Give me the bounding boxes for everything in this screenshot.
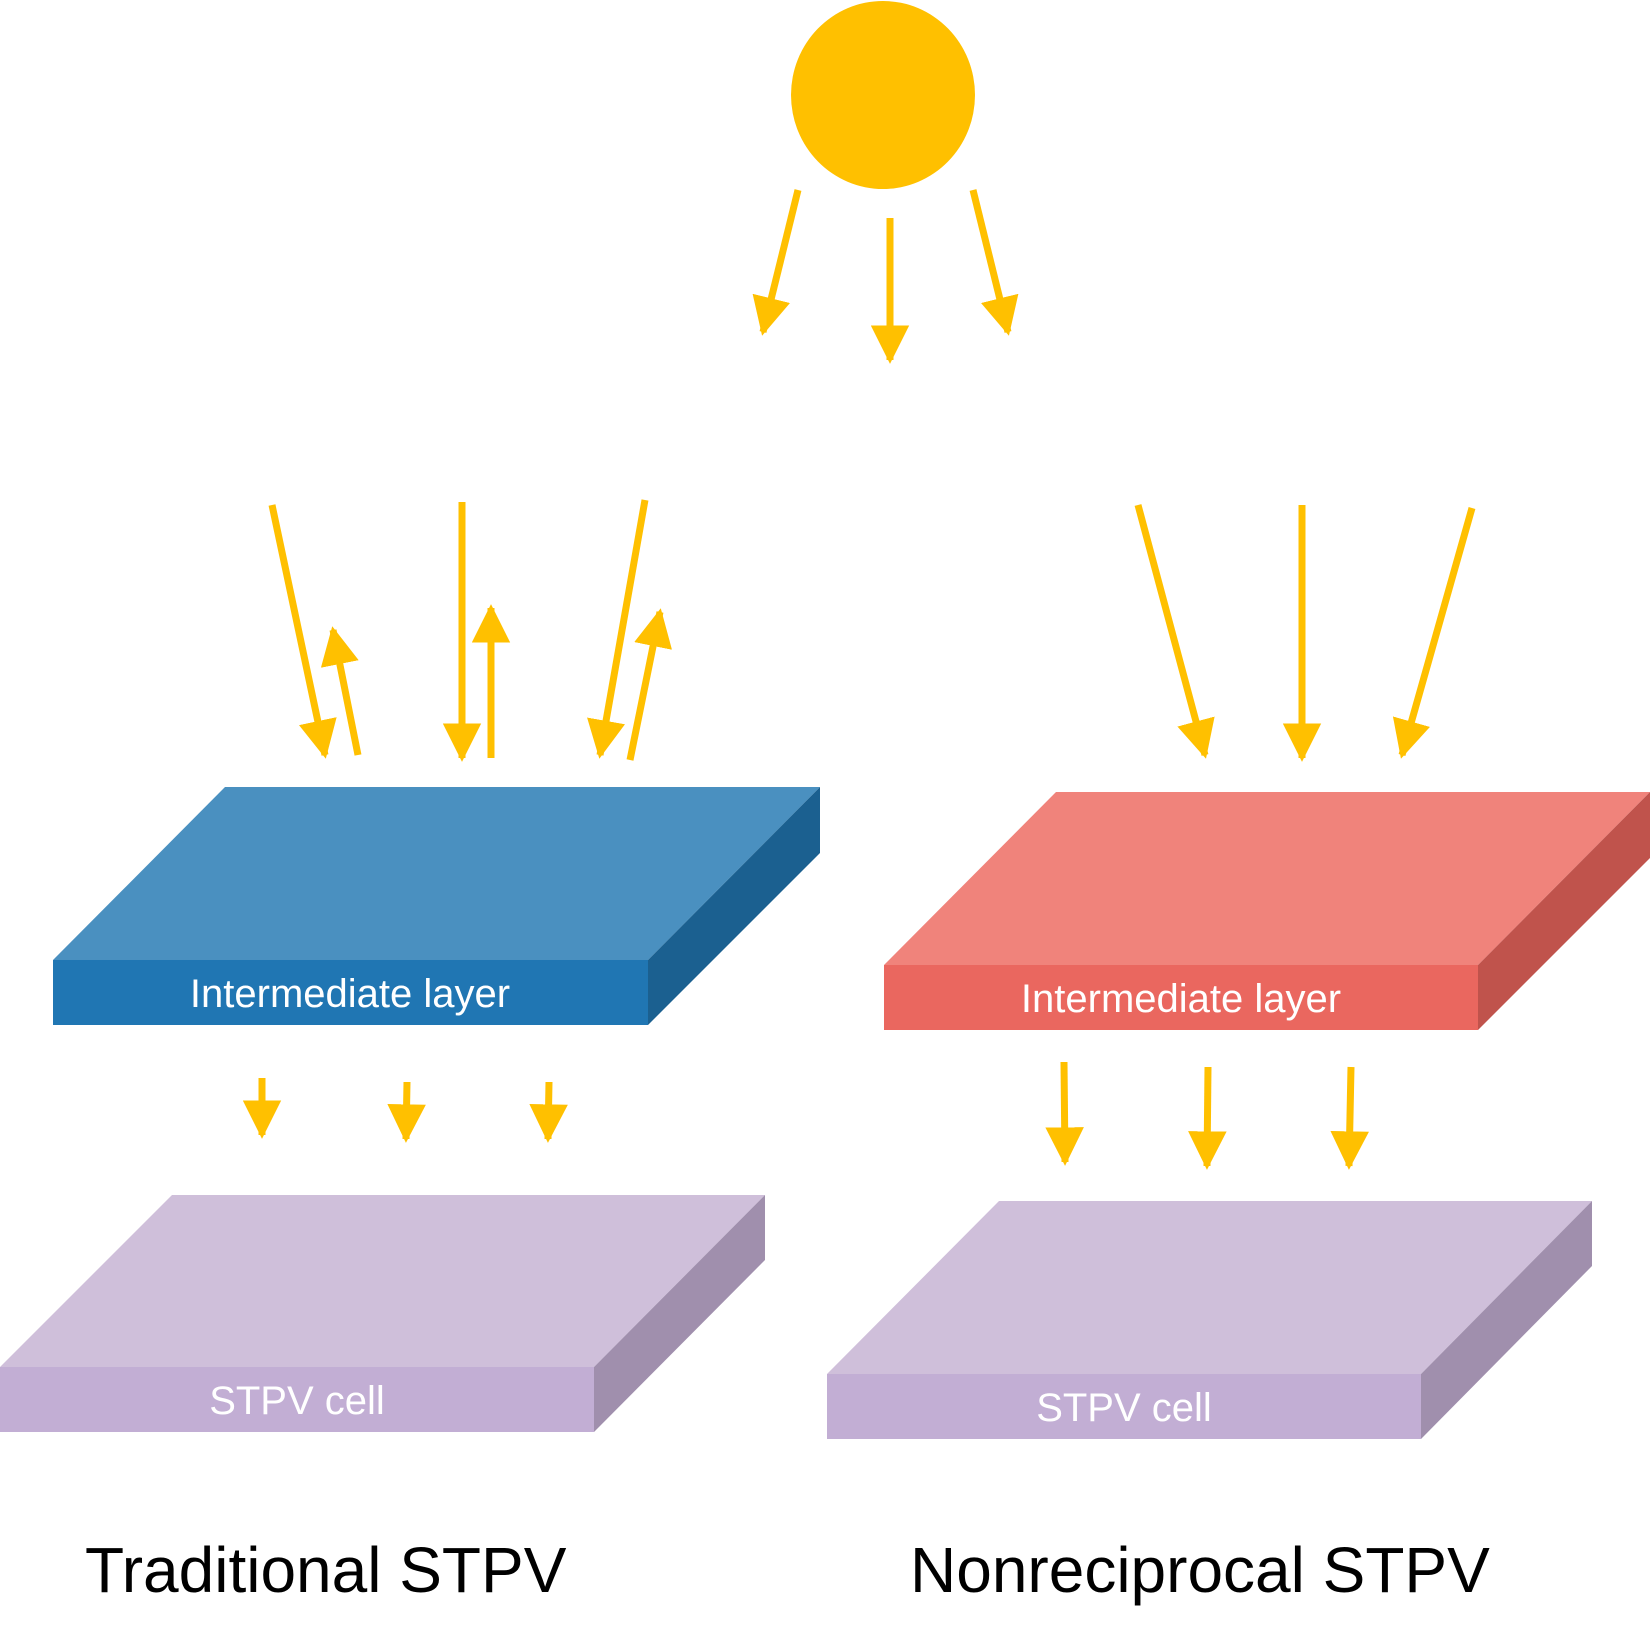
cell-top-face	[0, 1195, 765, 1367]
reflected-ray	[626, 608, 672, 761]
reflected-ray	[320, 626, 362, 756]
layer-front-face	[884, 965, 1478, 1030]
sun-ray-left	[752, 189, 802, 336]
nonreciprocal-intermediate-layer: Intermediate layer	[884, 792, 1650, 1030]
cell-top-face	[827, 1201, 1592, 1374]
layer-side-face	[648, 787, 820, 1025]
sun-icon	[791, 1, 975, 189]
traditional-incident-rays	[268, 499, 649, 762]
sun-ray-right	[969, 189, 1019, 336]
sun-rays	[752, 189, 1019, 364]
nonreciprocal-incident-rays	[1134, 504, 1476, 762]
nonreciprocal-caption: Nonreciprocal STPV	[910, 1534, 1490, 1606]
traditional-layer-label: Intermediate layer	[190, 972, 510, 1016]
layer-top-face	[53, 787, 820, 960]
traditional-transmitted-rays	[242, 1078, 568, 1143]
cell-side-face	[1421, 1201, 1592, 1439]
nonreciprocal-stpv-cell: STPV cell	[827, 1201, 1592, 1439]
layer-side-face	[1478, 792, 1650, 1030]
traditional-caption: Traditional STPV	[85, 1534, 567, 1606]
transmitted-ray	[1045, 1061, 1084, 1166]
nonreciprocal-layer-label: Intermediate layer	[1021, 977, 1341, 1021]
cell-front-face	[0, 1367, 594, 1432]
transmitted-ray	[387, 1081, 426, 1143]
traditional-cell-label: STPV cell	[209, 1379, 385, 1423]
traditional-intermediate-layer: Intermediate layer	[53, 787, 820, 1025]
layer-front-face	[53, 960, 648, 1025]
incident-ray	[1134, 504, 1215, 759]
transmitted-ray	[1330, 1066, 1369, 1170]
layer-top-face	[884, 792, 1650, 965]
cell-front-face	[827, 1374, 1421, 1439]
incident-ray	[1392, 507, 1476, 759]
traditional-stpv-cell: STPV cell	[0, 1195, 765, 1432]
incident-ray	[268, 504, 337, 759]
transmitted-ray	[1188, 1066, 1227, 1170]
transmitted-ray	[529, 1081, 568, 1143]
cell-side-face	[594, 1195, 765, 1432]
traditional-reflected-rays	[320, 604, 672, 761]
incident-ray	[587, 499, 649, 759]
nonreciprocal-transmitted-rays	[1045, 1061, 1369, 1170]
nonreciprocal-cell-label: STPV cell	[1036, 1386, 1212, 1430]
